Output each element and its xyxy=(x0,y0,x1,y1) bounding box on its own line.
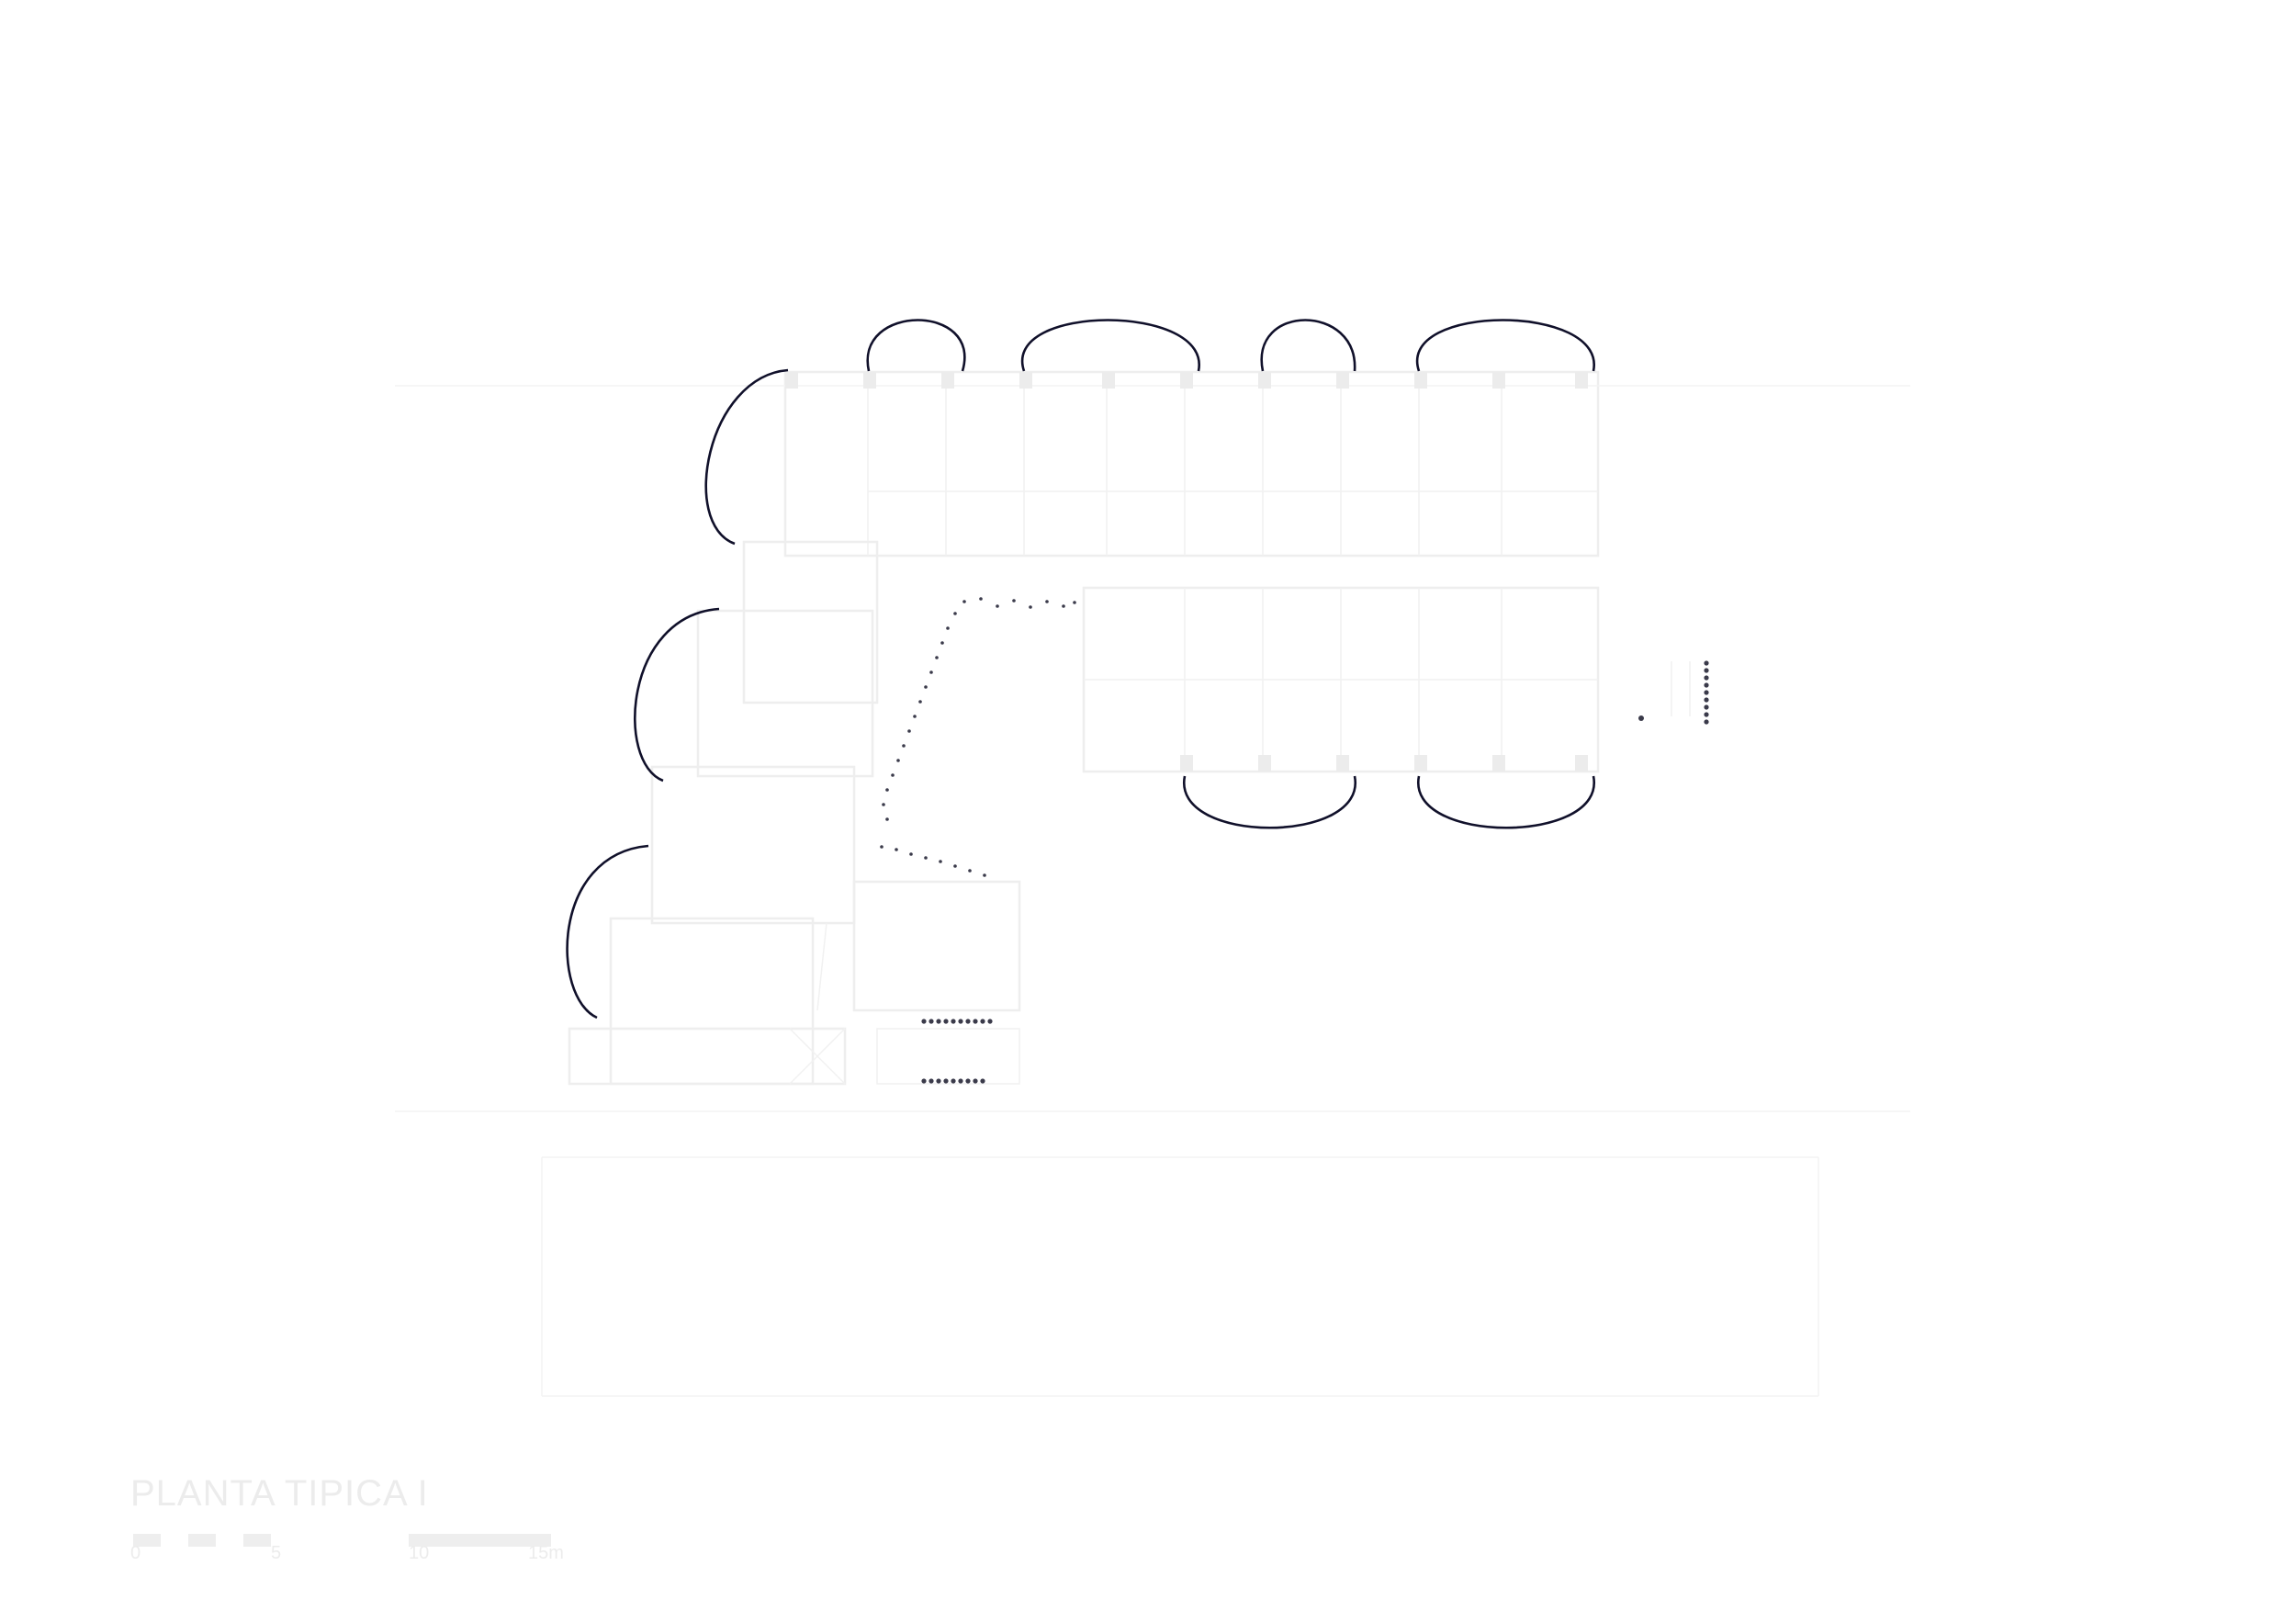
structural-columns xyxy=(785,372,1588,772)
scale-label-15m: 15m xyxy=(528,1543,564,1563)
dotted-path xyxy=(880,597,1076,877)
site-lines xyxy=(395,385,1910,1397)
building-walls xyxy=(568,370,1691,1086)
scale-label-0: 0 xyxy=(130,1543,141,1563)
balcony-curves xyxy=(566,319,1595,1019)
scale-bar xyxy=(133,1534,551,1547)
dot-markers xyxy=(921,660,1709,1084)
scale-label-5: 5 xyxy=(271,1543,282,1563)
drawing-title: PLANTA TIPICA I xyxy=(130,1473,429,1514)
scale-label-10: 10 xyxy=(409,1543,430,1563)
